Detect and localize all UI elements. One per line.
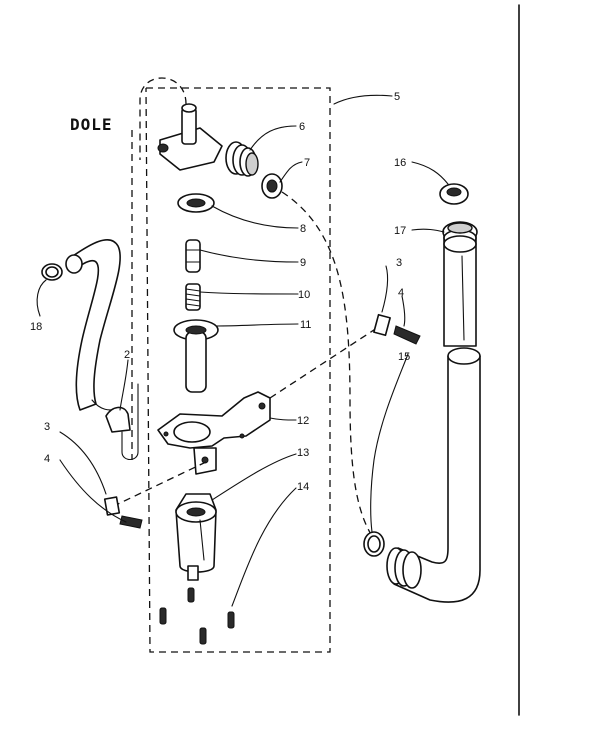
clip-part-3-right (373, 313, 391, 337)
bracket-part-12 (157, 391, 271, 475)
callout-9: 9 (300, 257, 306, 269)
nut-part-7 (261, 173, 283, 199)
dashed-arc-top (139, 77, 187, 160)
washer-part-8 (177, 193, 215, 213)
clip-part-3-left (103, 496, 121, 516)
leader-lines (36, 94, 449, 607)
callout-10: 10 (298, 289, 310, 301)
dashed-line-15 (281, 191, 373, 537)
screw-part-4-right (393, 325, 421, 345)
tube-part-17 (442, 221, 478, 347)
callout-16: 16 (394, 157, 406, 169)
callout-3-left: 3 (44, 421, 50, 433)
callout-17: 17 (394, 225, 406, 237)
callout-15: 15 (398, 351, 410, 363)
tube-part-11 (173, 319, 219, 393)
drain-hose-j (386, 347, 481, 603)
callout-3-right: 3 (396, 257, 402, 269)
callout-18: 18 (30, 321, 42, 333)
clamp-part-18 (41, 263, 63, 281)
hose-part-2 (65, 239, 121, 411)
screws-part-14 (159, 587, 235, 645)
callout-8: 8 (300, 223, 306, 235)
spring-part-10 (185, 283, 201, 311)
callout-5: 5 (394, 91, 400, 103)
callout-7: 7 (304, 157, 310, 169)
assembly-box (145, 87, 331, 653)
callout-6: 6 (299, 121, 305, 133)
hose-bracket-left (105, 383, 139, 461)
callout-12: 12 (297, 415, 309, 427)
dashed-line-right-clip (269, 325, 381, 399)
valve-body-part-6 (157, 103, 259, 177)
diagram-title: DOLE (70, 115, 113, 134)
screw-part-4-left (119, 515, 143, 529)
callout-4-right: 4 (398, 287, 404, 299)
solenoid-coil-part-13 (175, 493, 217, 581)
callout-4-left: 4 (44, 453, 50, 465)
callout-2: 2 (124, 349, 130, 361)
callout-13: 13 (297, 447, 309, 459)
dashed-line-left-clip (117, 461, 207, 505)
callout-11: 11 (300, 319, 311, 331)
cap-part-16 (439, 183, 469, 205)
clamp-part-15 (363, 531, 385, 557)
callout-14: 14 (297, 481, 309, 493)
plunger-part-9 (185, 239, 201, 273)
